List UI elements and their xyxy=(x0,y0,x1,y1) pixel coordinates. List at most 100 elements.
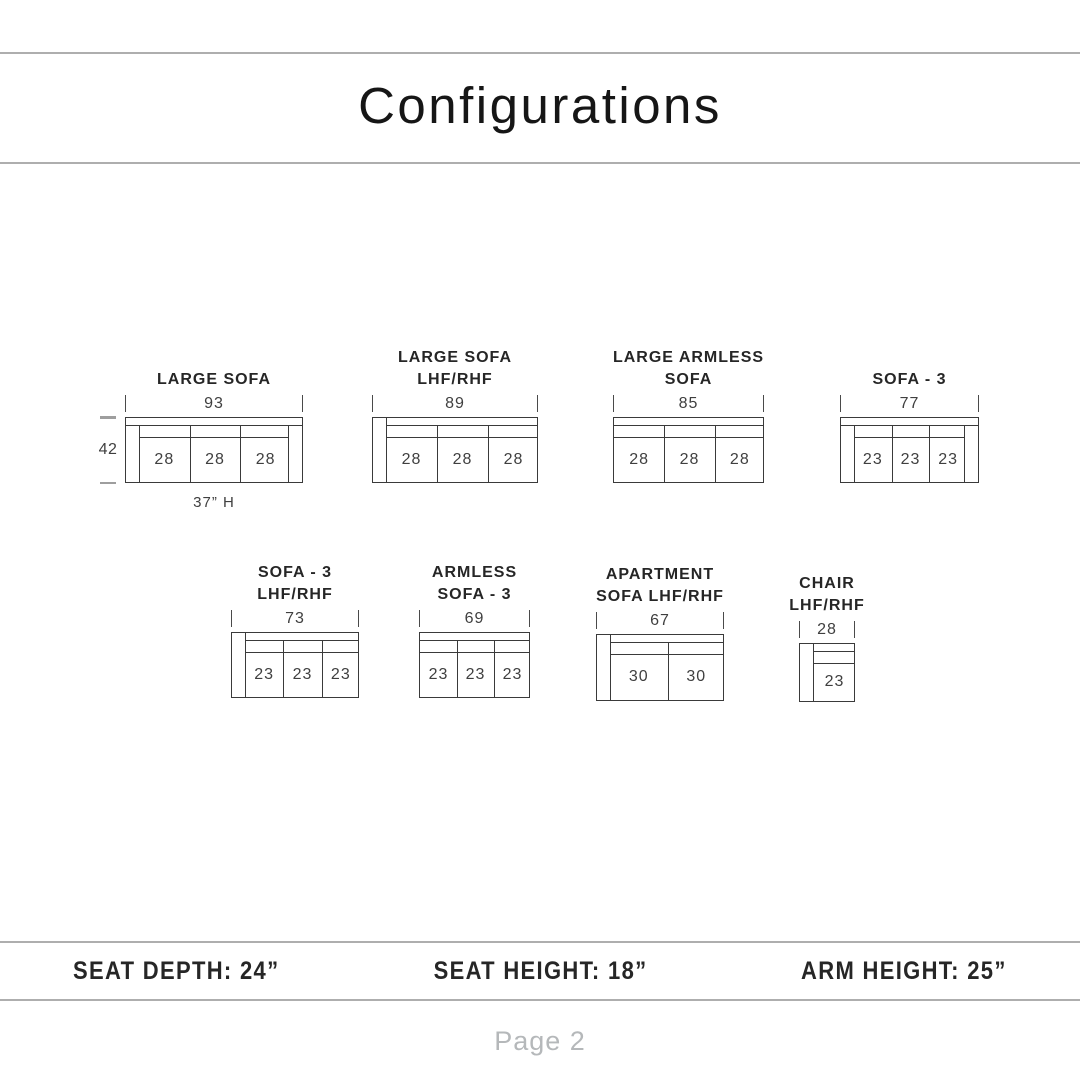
diagram-label-line: LHF/RHF xyxy=(257,586,333,603)
seat-cell: 30 xyxy=(686,668,707,685)
width-dimension-value: 73 xyxy=(285,609,305,627)
seat-back-line xyxy=(813,663,854,664)
seat-divider xyxy=(437,425,438,482)
divider xyxy=(0,162,1080,164)
depth-dimension-value: 42 xyxy=(98,441,118,458)
back-rail-line xyxy=(841,425,978,426)
diagram-large-armless-sofa: LARGE ARMLESS SOFA 85 28 28 28 xyxy=(613,349,764,483)
diagram-label-line: LHF/RHF xyxy=(789,597,865,614)
seat-cell: 28 xyxy=(679,450,700,468)
seat-cell: 23 xyxy=(428,665,449,683)
width-dimension-value: 67 xyxy=(650,611,670,629)
seat-divider xyxy=(457,640,458,697)
seat-back-line xyxy=(139,437,289,438)
diagram-label-line: CHAIR xyxy=(799,575,855,592)
width-dimension: 73 xyxy=(231,610,359,627)
seat-cell: 28 xyxy=(629,450,650,468)
arm-height-spec: ARM HEIGHT: 25” xyxy=(801,956,1007,985)
seat-divider xyxy=(240,425,242,482)
diagram-label: LARGE SOFA xyxy=(157,369,271,391)
width-dimension-value: 89 xyxy=(445,394,465,412)
width-dimension-value: 93 xyxy=(204,394,224,412)
diagram-label-line: SOFA - 3 xyxy=(257,564,333,581)
width-dimension-value: 28 xyxy=(817,620,837,638)
seat-divider xyxy=(189,425,191,482)
width-dimension: 67 xyxy=(596,612,724,629)
seat-cell: 23 xyxy=(938,450,959,468)
page-title: Configurations xyxy=(358,77,722,134)
spec-footer: SEAT DEPTH: 24” SEAT HEIGHT: 18” ARM HEI… xyxy=(0,943,1080,999)
width-dimension: 69 xyxy=(419,610,530,627)
width-dimension: 28 xyxy=(799,621,855,638)
sofa-outline: 30 30 xyxy=(596,634,724,701)
seat-back-line xyxy=(610,654,723,655)
back-rail-line xyxy=(245,640,358,641)
diagram-label: SOFA - 3 xyxy=(872,369,946,391)
seat-divider xyxy=(664,425,666,482)
back-rail-line xyxy=(614,425,763,426)
seat-cell: 23 xyxy=(465,665,486,683)
diagram-label-line: LARGE ARMLESS xyxy=(612,349,765,366)
width-dimension-value: 77 xyxy=(899,394,920,412)
seat-cell: 28 xyxy=(205,450,225,468)
height-note: 37” H xyxy=(193,494,235,511)
seat-back-line xyxy=(614,437,763,438)
seat-cell: 28 xyxy=(729,450,750,468)
diagram-label-line: ARMLESS xyxy=(431,564,518,581)
diagram-label: SOFA - 3 LHF/RHF xyxy=(257,562,332,606)
width-dimension-value: 85 xyxy=(678,394,699,412)
left-arm xyxy=(800,644,814,701)
divider xyxy=(0,999,1080,1001)
back-rail-line xyxy=(126,425,302,426)
diagram-chair-lhf-rhf: CHAIR LHF/RHF 28 23 xyxy=(789,575,864,702)
diagram-label-line: SOFA xyxy=(664,371,713,388)
width-dimension: 77 xyxy=(840,395,979,412)
left-arm xyxy=(126,425,140,482)
seat-cell: 23 xyxy=(862,450,883,468)
width-dimension: 85 xyxy=(613,395,764,412)
seat-divider xyxy=(667,642,669,700)
seat-cell: 23 xyxy=(824,673,845,690)
diagram-large-sofa: LARGE SOFA 93 42 37” H 28 28 28 xyxy=(99,371,303,511)
diagram-label: CHAIR LHF/RHF xyxy=(789,573,864,617)
back-rail-line xyxy=(813,651,854,652)
diagram-label-line: SOFA - 3 xyxy=(872,371,947,388)
seat-height-spec: SEAT HEIGHT: 18” xyxy=(433,956,648,985)
depth-dimension: 42 xyxy=(98,416,118,484)
diagram-label: LARGE ARMLESS SOFA xyxy=(613,347,764,391)
right-arm xyxy=(288,425,302,482)
seat-cell: 23 xyxy=(502,665,523,683)
seat-cell: 28 xyxy=(503,450,524,468)
left-arm xyxy=(597,635,611,700)
divider xyxy=(0,52,1080,54)
diagram-label-line: SOFA - 3 xyxy=(437,586,512,603)
seat-cell: 30 xyxy=(628,668,649,685)
diagram-label-line: LHF/RHF xyxy=(417,371,493,388)
seat-cell: 28 xyxy=(401,450,422,468)
seat-cell: 23 xyxy=(330,665,351,683)
seat-cell: 28 xyxy=(154,450,175,468)
seat-divider xyxy=(714,425,716,482)
seat-back-line xyxy=(386,437,537,438)
page-number: Page 2 xyxy=(494,1026,586,1056)
back-rail-line xyxy=(420,640,529,641)
seat-back-line xyxy=(854,437,965,438)
width-dimension-value: 69 xyxy=(464,609,485,627)
sofa-outline: 23 xyxy=(799,643,855,702)
seat-divider xyxy=(488,425,489,482)
sofa-outline: 28 28 28 xyxy=(125,417,303,483)
right-arm xyxy=(964,425,978,482)
seat-divider xyxy=(929,425,931,482)
diagram-label-line: SOFA LHF/RHF xyxy=(596,588,724,605)
seat-cell: 23 xyxy=(254,665,275,683)
diagram-armless-sofa-3: ARMLESS SOFA - 3 69 23 23 23 xyxy=(419,564,530,698)
seat-cell: 28 xyxy=(255,450,276,468)
